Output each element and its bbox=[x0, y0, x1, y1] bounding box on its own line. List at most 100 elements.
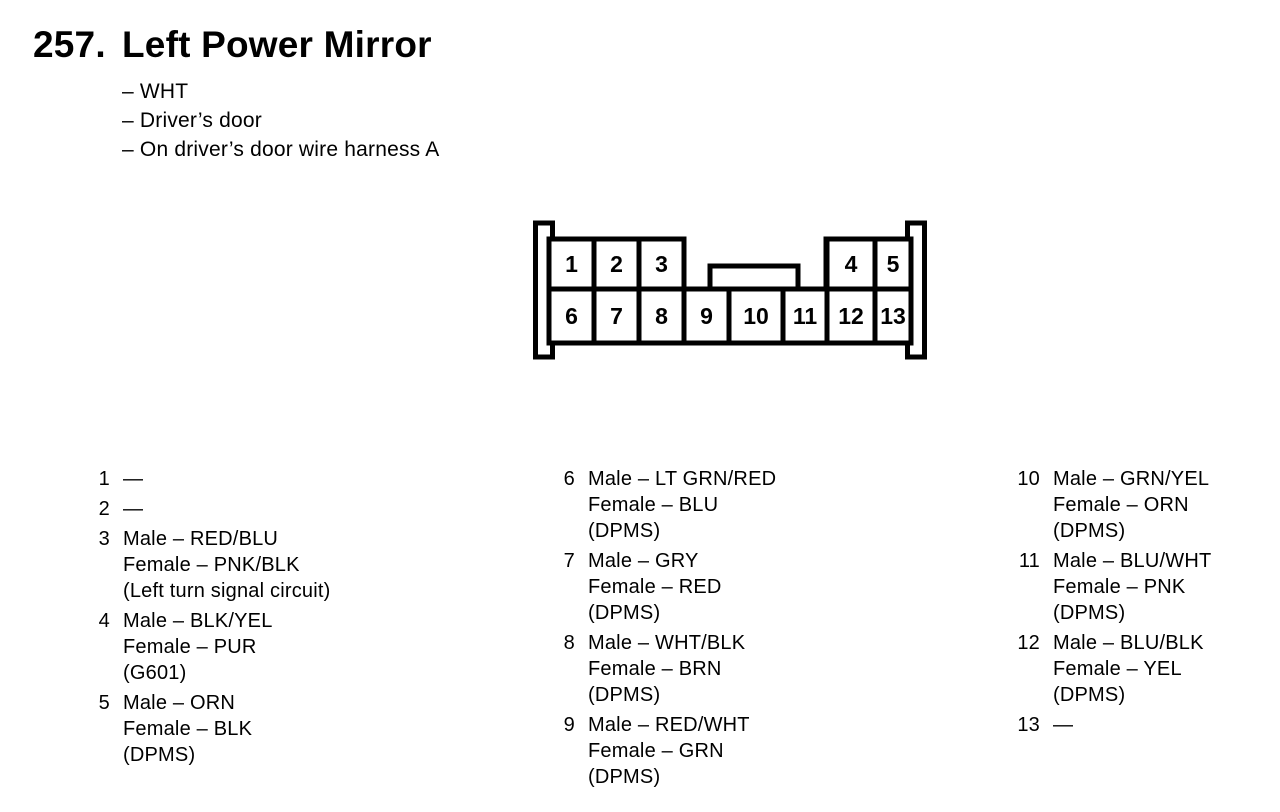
pin-entry: 3 Male – RED/BLU Female – PNK/BLK (Left tur… bbox=[82, 526, 331, 604]
connector-pin-cell bbox=[681, 286, 732, 346]
pin-description: Male – GRY Female – RED (DPMS) bbox=[588, 548, 722, 626]
connector-lock-tab bbox=[707, 263, 801, 292]
pin-number: 11 bbox=[1018, 550, 1040, 572]
pin-entry: 13 — bbox=[1012, 712, 1211, 738]
pin-description-line: Female – BLK bbox=[123, 718, 253, 740]
pin-description-line: (DPMS) bbox=[1053, 520, 1126, 542]
pin-number: 13 bbox=[1017, 714, 1040, 736]
pin-number: 10 bbox=[1017, 468, 1040, 490]
pin-description: Male – BLU/BLK Female – YEL (DPMS) bbox=[1053, 630, 1204, 708]
pin-description-line: (DPMS) bbox=[588, 684, 661, 706]
pin-entry: 1— bbox=[82, 466, 331, 492]
pin-description-line: — bbox=[123, 498, 144, 520]
pin-description: Male – GRN/YEL Female – ORN (DPMS) bbox=[1053, 466, 1209, 544]
pin-description-line: (DPMS) bbox=[588, 520, 661, 542]
pin-description-line: Female – GRN bbox=[588, 740, 724, 762]
connector-pin-number: 8 bbox=[655, 303, 668, 329]
pin-description: — bbox=[123, 496, 143, 522]
pin-description: Male – RED/BLU Female – PNK/BLK (Left turn… bbox=[123, 526, 331, 604]
pin-description-line: Male – BLU/BLK bbox=[1053, 632, 1204, 654]
pin-number: 9 bbox=[563, 714, 575, 736]
pin-description-line: Female – YEL bbox=[1053, 658, 1182, 680]
connector-pin-number: 13 bbox=[880, 303, 906, 329]
pin-description: Male – BLU/WHT Female – PNK (DPMS) bbox=[1053, 548, 1211, 626]
pin-number: 7 bbox=[563, 550, 575, 572]
pin-description-line: Male – GRY bbox=[588, 550, 699, 572]
note-line: – WHT bbox=[122, 80, 189, 103]
connector-pin-number: 3 bbox=[655, 251, 668, 277]
pin-description-line: Male – RED/BLU bbox=[123, 528, 279, 550]
pin-description-line: Male – GRN/YEL bbox=[1053, 468, 1210, 490]
connector-pin-number: 2 bbox=[610, 251, 623, 277]
note-line: – On driver’s door wire harness A bbox=[122, 138, 440, 161]
connector-pin-number: 6 bbox=[565, 303, 578, 329]
pin-description: — bbox=[1053, 712, 1073, 738]
connector-pin-cell bbox=[872, 286, 914, 346]
pin-description-line: Male – BLU/WHT bbox=[1053, 550, 1212, 572]
pin-description: Male – RED/WHT Female – GRN (DPMS) bbox=[588, 712, 750, 790]
pin-number: 8 bbox=[563, 632, 575, 654]
connector-pin-cell bbox=[872, 236, 914, 292]
pin-description-line: (DPMS) bbox=[1053, 684, 1126, 706]
pin-entry: 9 Male – RED/WHT Female – GRN (DPMS) bbox=[547, 712, 776, 790]
pin-description: — bbox=[123, 466, 143, 492]
connector-pin-number: 1 bbox=[565, 251, 578, 277]
connector-pin-number: 12 bbox=[838, 303, 864, 329]
pin-number: 3 bbox=[98, 528, 110, 550]
pin-number: 6 bbox=[563, 468, 575, 490]
section-number: 257. bbox=[33, 24, 106, 65]
section-title: Left Power Mirror bbox=[122, 24, 432, 65]
pin-description-line: Male – RED/WHT bbox=[588, 714, 750, 736]
pin-description-line: Female – RED bbox=[588, 576, 722, 598]
pin-entry: 12 Male – BLU/BLK Female – YEL (DPMS) bbox=[1012, 630, 1211, 708]
pin-description-line: (DPMS) bbox=[588, 766, 661, 788]
connector-pin-number: 9 bbox=[700, 303, 713, 329]
pin-number: 2 bbox=[98, 498, 110, 520]
pin-description-line: — bbox=[1053, 714, 1074, 736]
connector-pin-number: 7 bbox=[610, 303, 623, 329]
pin-description-line: (DPMS) bbox=[123, 744, 196, 766]
connector-pin-number: 4 bbox=[845, 251, 858, 277]
pin-entry: 11 Male – BLU/WHT Female – PNK (DPMS) bbox=[1012, 548, 1211, 626]
page-title: 257. Left Power Mirror bbox=[33, 24, 432, 66]
connector-pin-cell bbox=[726, 286, 786, 346]
pin-description-line: Female – PNK/BLK bbox=[123, 554, 300, 576]
pin-number: 12 bbox=[1017, 632, 1040, 654]
pin-description-line: — bbox=[123, 468, 144, 490]
pin-entry: 2— bbox=[82, 496, 331, 522]
pin-number: 5 bbox=[98, 692, 110, 714]
pin-description-line: Male – WHT/BLK bbox=[588, 632, 746, 654]
pin-description-line: (Left turn signal circuit) bbox=[123, 580, 331, 602]
pin-description-line: Female – PUR bbox=[123, 636, 257, 658]
pin-number: 1 bbox=[98, 468, 110, 490]
pin-description-line: Female – PNK bbox=[1053, 576, 1186, 598]
pin-number: 4 bbox=[98, 610, 110, 632]
pin-description-line: (DPMS) bbox=[1053, 602, 1126, 624]
pin-description-line: Male – ORN bbox=[123, 692, 236, 714]
pin-description-line: Female – ORN bbox=[1053, 494, 1189, 516]
connector-pin-number: 10 bbox=[743, 303, 769, 329]
pin-entry: 5 Male – ORN Female – BLK (DPMS) bbox=[82, 690, 331, 768]
connector-notes: – WHT – Driver’s door – On driver’s door… bbox=[122, 77, 439, 164]
connector-pin-cell bbox=[780, 286, 830, 346]
pin-description-line: (G601) bbox=[123, 662, 187, 684]
pin-entry: 10 Male – GRN/YEL Female – ORN (DPMS) bbox=[1012, 466, 1211, 544]
connector-pin-number: 11 bbox=[793, 303, 818, 329]
pin-description-line: (DPMS) bbox=[588, 602, 661, 624]
note-line: – Driver’s door bbox=[122, 109, 262, 132]
pin-description: Male – ORN Female – BLK (DPMS) bbox=[123, 690, 252, 768]
connector-pin-number: 5 bbox=[887, 251, 900, 277]
